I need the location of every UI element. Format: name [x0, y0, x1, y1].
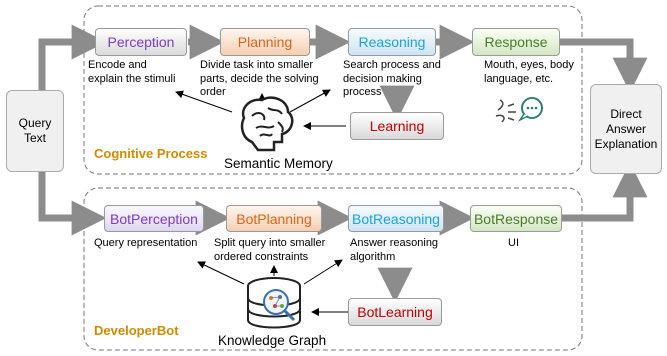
botplanning-node: BotPlanning: [226, 205, 322, 232]
arrow-botresponse-to-answer: [562, 162, 648, 222]
chat-speech-icon: [495, 97, 543, 123]
knowledge-graph-caption: Knowledge Graph: [218, 333, 327, 348]
botreasoning-label: BotReasoning: [352, 210, 440, 227]
botreasoning-note: Answer reasoning algorithm: [350, 237, 439, 263]
botplanning-label: BotPlanning: [236, 210, 312, 227]
answer-line-2: Explanation: [594, 136, 658, 151]
response-node: Response: [472, 28, 560, 56]
perception-node: Perception: [95, 28, 187, 56]
botplanning-note: Split query into smaller ordered constra…: [214, 237, 326, 263]
botperception-note: Query representation: [94, 237, 198, 249]
answer-box: Direct Answer Explanation: [590, 84, 662, 174]
planning-label: Planning: [237, 34, 293, 50]
link-memory-to-perception: [175, 90, 233, 113]
botlearning-label: BotLearning: [357, 304, 433, 320]
link-kg-to-botperception: [197, 261, 245, 285]
query-text-label: Query Text: [18, 116, 52, 145]
planning-note: Divide task into smaller parts, decide t…: [200, 59, 319, 98]
botperception-node: BotPerception: [104, 205, 204, 232]
botreasoning-node: BotReasoning: [348, 205, 444, 232]
perception-label: Perception: [107, 34, 175, 50]
botperception-label: BotPerception: [110, 210, 198, 227]
memory-links: [175, 89, 348, 316]
reasoning-label: Reasoning: [358, 34, 426, 50]
link-memory-to-reasoning: [289, 89, 331, 113]
flow-arrows: [38, 24, 648, 303]
planning-node: Planning: [220, 28, 310, 56]
cognitive-process-label: Cognitive Process: [94, 146, 208, 161]
cognitive-group-border: [83, 5, 583, 175]
answer-line-1: Direct Answer: [605, 106, 646, 136]
knowledge-graph-icon: [247, 277, 301, 329]
botresponse-label: BotResponse: [473, 210, 559, 227]
reasoning-node: Reasoning: [348, 28, 436, 56]
learning-node: Learning: [350, 112, 444, 140]
response-label: Response: [484, 34, 548, 50]
perception-note: Encode and explain the stimuli: [88, 59, 176, 85]
developerbot-label: DeveloperBot: [94, 323, 179, 338]
botresponse-node: BotResponse: [470, 205, 562, 232]
learning-label: Learning: [369, 118, 425, 134]
reasoning-note: Search process and decision making proce…: [343, 59, 441, 98]
response-note: Mouth, eyes, body language, etc.: [484, 59, 574, 85]
bot-group-border: [83, 187, 583, 351]
query-text-box: Query Text: [6, 90, 64, 172]
arrow-response-to-answer: [560, 38, 648, 93]
link-kg-to-botreasoning: [303, 259, 343, 285]
semantic-memory-caption: Semantic Memory: [224, 156, 333, 171]
arrow-query-to-botperception: [38, 172, 107, 236]
arrow-query-to-perception: [38, 24, 107, 90]
brain-icon: [240, 96, 294, 152]
botlearning-node: BotLearning: [348, 298, 442, 326]
botresponse-note: UI: [508, 237, 519, 249]
